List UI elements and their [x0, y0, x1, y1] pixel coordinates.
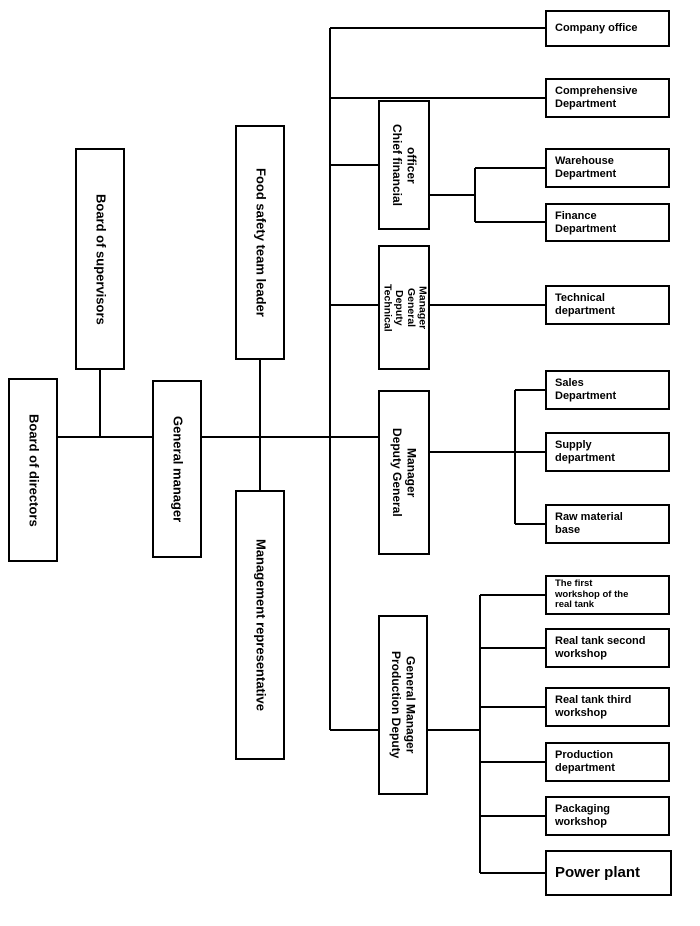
- node-packaging-workshop-label: Packaging workshop: [555, 803, 611, 828]
- node-first-real-tank-workshop: The first workshop of the real tank: [545, 575, 670, 615]
- node-food-safety-team-leader: Food safety team leader: [235, 125, 285, 360]
- node-supply-department-label: Supply department: [555, 439, 615, 464]
- node-board-of-supervisors-label: Board of supervisors: [93, 193, 109, 325]
- node-real-tank-second-workshop-label: Real tank second workshop: [555, 635, 646, 660]
- node-first-real-tank-workshop-label: The first workshop of the real tank: [555, 577, 629, 611]
- node-power-plant: Power plant: [545, 850, 672, 896]
- node-real-tank-third-workshop: Real tank third workshop: [545, 687, 670, 727]
- node-management-representative: Management representative: [235, 490, 285, 760]
- node-raw-material-base: Raw material base: [545, 504, 670, 544]
- node-food-safety-team-leader-label: Food safety team leader: [253, 168, 269, 317]
- node-board-of-directors: Board of directors: [8, 378, 58, 562]
- node-production-deputy-general-manager: Production Deputy General Manager: [378, 615, 428, 795]
- node-chief-financial-officer: Chief financial officer: [378, 100, 430, 230]
- node-real-tank-third-workshop-label: Real tank third workshop: [555, 694, 632, 719]
- node-technical-department-label: Technical department: [555, 292, 615, 317]
- node-board-of-supervisors: Board of supervisors: [75, 148, 125, 370]
- node-technical-deputy-general-manager: Technical Deputy General Manager: [378, 245, 430, 370]
- node-finance-department: Finance Department: [545, 203, 670, 242]
- node-finance-department-label: Finance Department: [555, 209, 617, 235]
- node-chief-financial-officer-label: Chief financial officer: [390, 123, 419, 206]
- node-board-of-directors-label: Board of directors: [26, 413, 42, 527]
- node-sales-department: Sales Department: [545, 370, 670, 410]
- node-management-representative-label: Management representative: [253, 539, 269, 711]
- node-packaging-workshop: Packaging workshop: [545, 796, 670, 836]
- node-warehouse-department: Warehouse Department: [545, 148, 670, 188]
- node-company-office: Company office: [545, 10, 670, 47]
- node-power-plant-label: Power plant: [555, 864, 641, 882]
- node-production-deputy-general-manager-label: Production Deputy General Manager: [389, 651, 418, 759]
- node-warehouse-department-label: Warehouse Department: [555, 155, 617, 180]
- node-company-office-label: Company office: [555, 22, 638, 35]
- node-general-manager: General manager: [152, 380, 202, 558]
- node-deputy-general-manager: Deputy General Manager: [378, 390, 430, 555]
- node-production-department: Production department: [545, 742, 670, 782]
- node-comprehensive-department: Comprehensive Department: [545, 78, 670, 118]
- node-deputy-general-manager-label: Deputy General Manager: [390, 428, 419, 517]
- node-comprehensive-department-label: Comprehensive Department: [555, 85, 638, 110]
- node-general-manager-label: General manager: [170, 415, 186, 523]
- node-sales-department-label: Sales Department: [555, 377, 617, 402]
- node-real-tank-second-workshop: Real tank second workshop: [545, 628, 670, 668]
- node-supply-department: Supply department: [545, 432, 670, 472]
- node-technical-department: Technical department: [545, 285, 670, 325]
- node-raw-material-base-label: Raw material base: [555, 511, 623, 536]
- node-production-department-label: Production department: [555, 749, 615, 774]
- node-technical-deputy-general-manager-label: Technical Deputy General Manager: [381, 283, 429, 332]
